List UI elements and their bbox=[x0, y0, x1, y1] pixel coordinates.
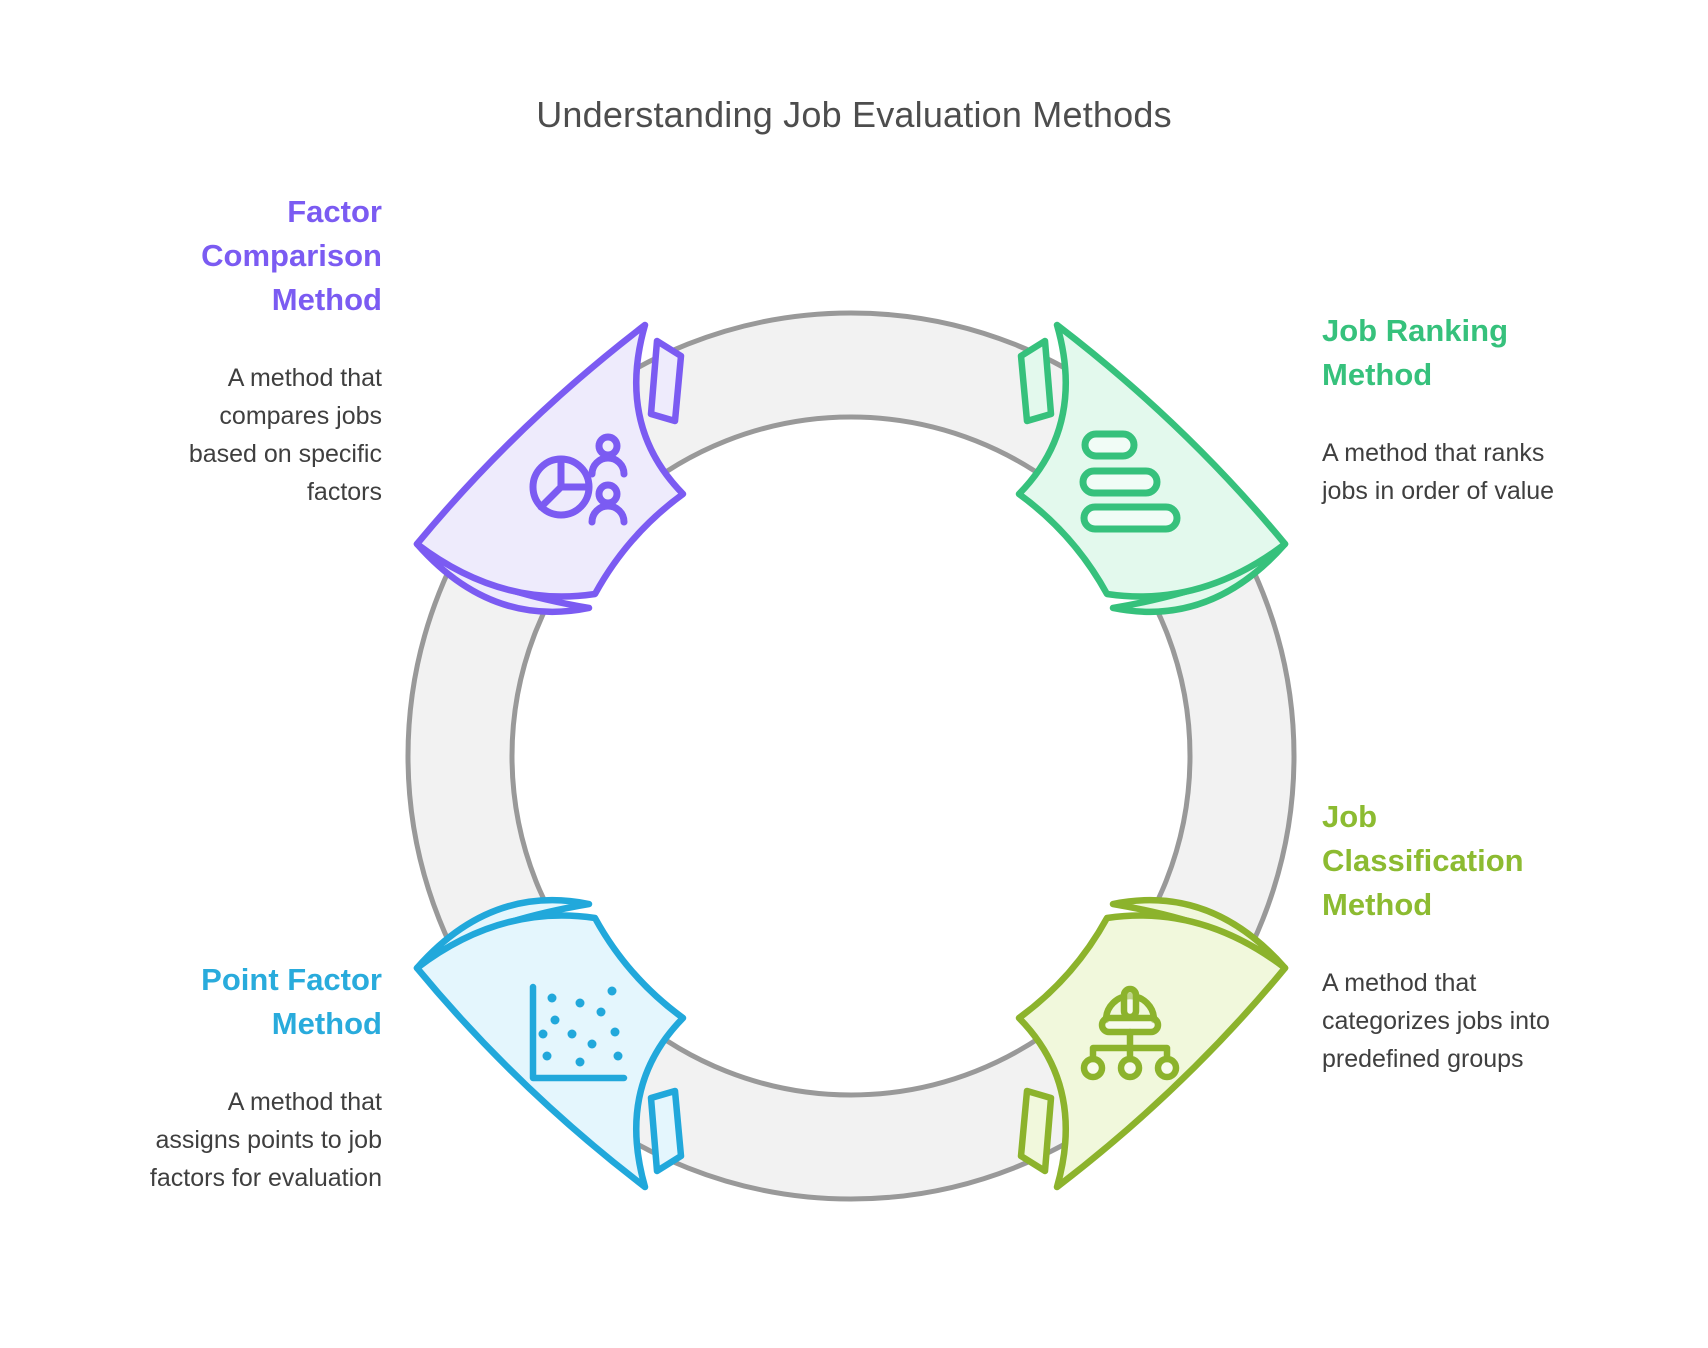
method-heading: Point Factor Method bbox=[201, 962, 382, 1041]
arrow-fold-sliver bbox=[647, 337, 685, 425]
scatter-plot-icon bbox=[529, 983, 628, 1082]
method-description: A method that assigns points to job fact… bbox=[149, 1088, 382, 1192]
arrow-fold-sliver bbox=[1017, 1087, 1055, 1175]
method-heading: Job Classification Method bbox=[1322, 799, 1524, 922]
arrow-body bbox=[1015, 912, 1289, 1191]
arrow-point-factor bbox=[413, 896, 687, 1191]
method-description: A method that compares jobs based on spe… bbox=[188, 364, 382, 506]
method-label-point-factor: Point Factor Method A method that assign… bbox=[40, 958, 382, 1197]
hard-hat-hierarchy-icon bbox=[1080, 985, 1180, 1081]
method-description: A method that ranks jobs in order of val… bbox=[1322, 439, 1555, 505]
method-heading: Job Ranking Method bbox=[1322, 313, 1509, 392]
method-label-factor-comparison: Factor Comparison Method A method that c… bbox=[60, 190, 382, 511]
ring-inner-circle bbox=[509, 414, 1193, 1098]
arrow-job-classification bbox=[1015, 896, 1289, 1191]
pie-chart-people-icon bbox=[529, 433, 628, 526]
arrow-body bbox=[413, 912, 687, 1191]
method-label-job-ranking: Job Ranking Method A method that ranks j… bbox=[1322, 309, 1668, 510]
page-title: Understanding Job Evaluation Methods bbox=[536, 94, 1172, 135]
ranking-bars-icon bbox=[1079, 430, 1181, 533]
arrow-fold-sliver bbox=[1017, 337, 1055, 425]
arrow-fold-sliver bbox=[647, 1087, 685, 1175]
method-heading: Factor Comparison Method bbox=[201, 194, 382, 317]
method-description: A method that categorizes jobs into pred… bbox=[1322, 969, 1550, 1073]
method-label-job-classification: Job Classification Method A method that … bbox=[1322, 795, 1682, 1078]
